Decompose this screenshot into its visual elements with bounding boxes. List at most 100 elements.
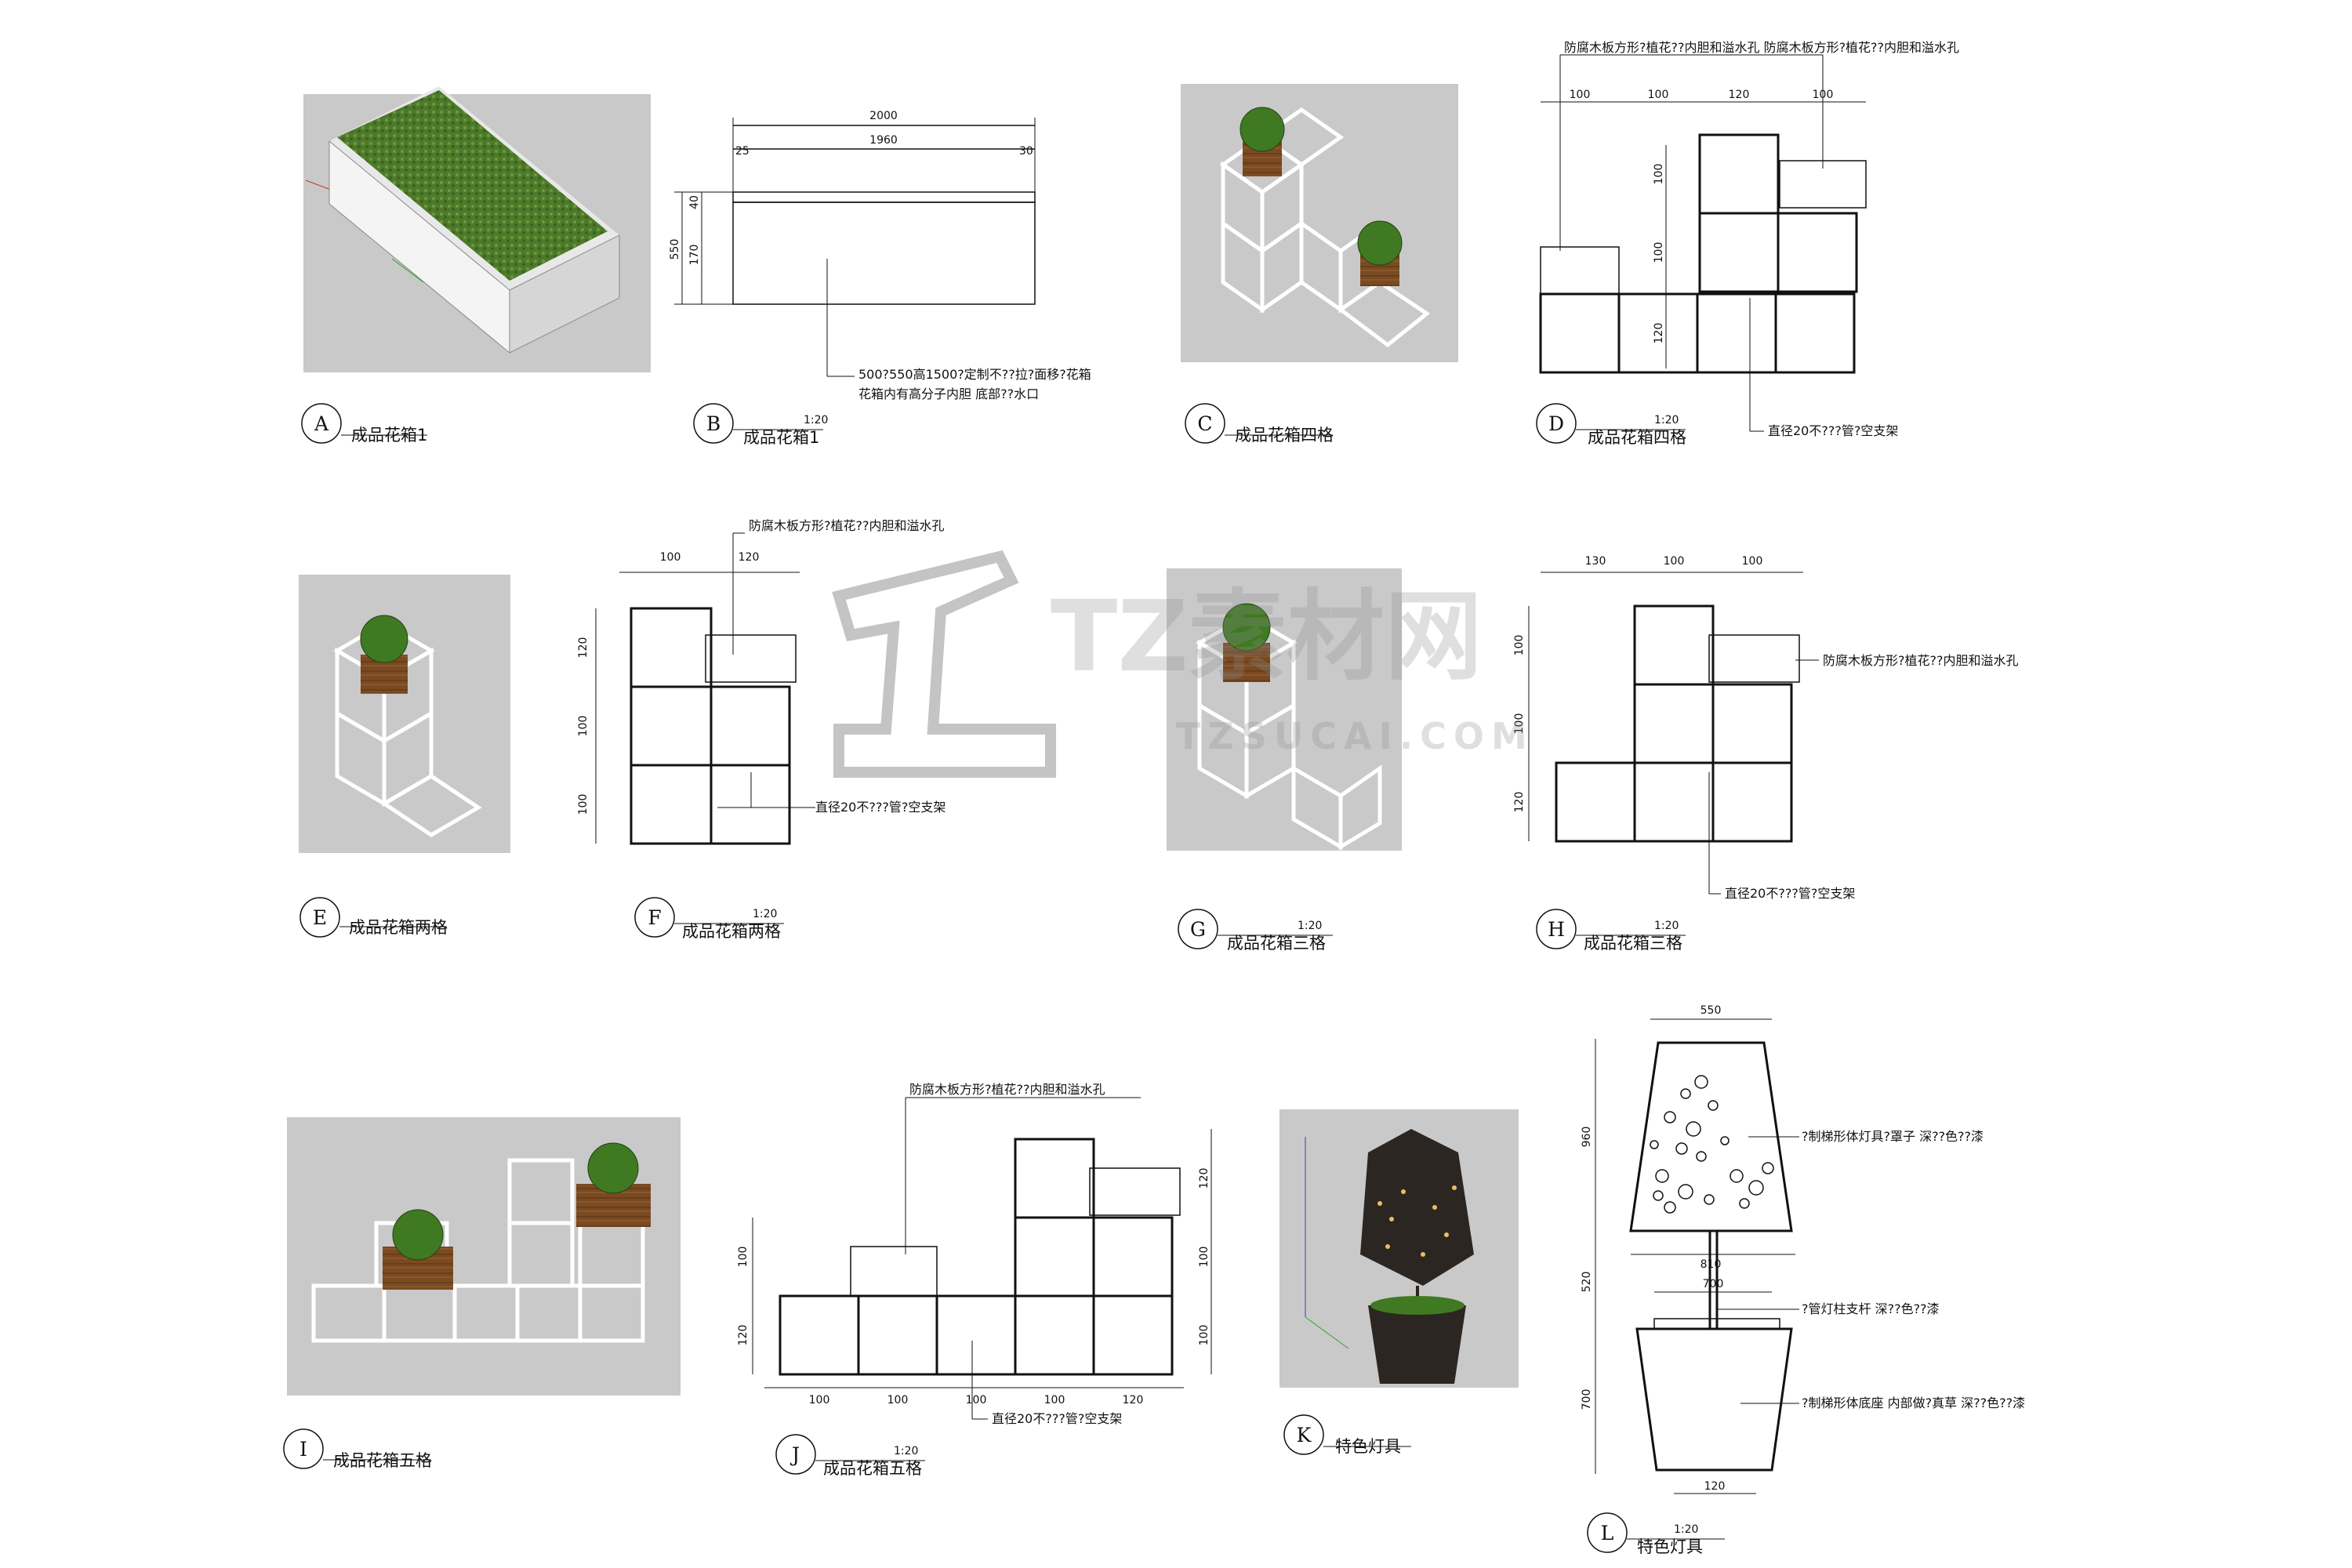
panel-f-letter: F [648, 906, 661, 929]
panel-e-caption: E 成品花箱两格 [299, 897, 448, 938]
shrub [392, 1209, 444, 1261]
panel-b-dim-right: 30 [1019, 145, 1033, 158]
panel-j-vdim-r1: 120 [1198, 1168, 1210, 1189]
panel-i-render [287, 1117, 681, 1396]
panel-j-letter: J [789, 1443, 800, 1466]
panel-e-letter: E [313, 906, 327, 929]
panel-j-drawing [779, 1138, 1181, 1376]
panel-c-render [1181, 84, 1458, 362]
panel-j-vdim-r2: 100 [1198, 1247, 1210, 1268]
panel-l-title: 特色灯具 [1637, 1537, 1703, 1556]
panel-h-note-pipe: 直径20不???管?空支架 [1725, 886, 1855, 901]
panel-d-caption: D 1:20 成品花箱四格 [1536, 403, 1686, 447]
panel-a-caption: A 成品花箱1 [301, 403, 427, 445]
shrub [587, 1142, 639, 1194]
shrub [1222, 603, 1271, 652]
lamp-base [1368, 1305, 1466, 1384]
panel-f-drawing [630, 607, 797, 845]
panel-b-scale: 1:20 [804, 414, 828, 426]
panel-g-caption: G 1:20 成品花箱三格 [1178, 909, 1333, 953]
watermark-url: TZSUCAI.COM [1176, 715, 1534, 757]
panel-k-letter: K [1297, 1424, 1312, 1446]
watermark: TZ素材网 TZSUCAI.COM [832, 550, 1534, 778]
panel-l-note-base: ?制梯形体底座 内部做?真草 深??色??漆 [1802, 1396, 2025, 1410]
panel-j-note-pipe: 直径20不???管?空支架 [992, 1411, 1122, 1426]
panel-j-annot [752, 1097, 1212, 1420]
panel-d-dim-3: 120 [1729, 89, 1750, 101]
panel-j-scale: 1:20 [894, 1445, 918, 1457]
panel-h-caption: H 1:20 成品花箱三格 [1536, 909, 1686, 953]
panel-h-annot [1528, 572, 1819, 895]
panel-d-drawing [1539, 133, 1867, 374]
panel-j-caption: J 1:20 成品花箱五格 [775, 1434, 925, 1478]
watermark-brand: TZ素材网 [1051, 580, 1483, 694]
panel-j-dim-1: 100 [809, 1394, 830, 1406]
panel-d-vdim-1: 100 [1653, 164, 1665, 185]
panel-b-dim-inner: 1960 [869, 134, 898, 147]
panel-f-note-top: 防腐木板方形?植花??内胆和溢水孔 [749, 518, 944, 533]
panel-k-title: 特色灯具 [1335, 1437, 1401, 1456]
panel-c-caption: C 成品花箱四格 [1185, 403, 1334, 445]
panel-d-title: 成品花箱四格 [1588, 428, 1686, 447]
panel-l-caption: L 1:20 特色灯具 [1587, 1512, 1725, 1556]
panel-h-letter: H [1548, 918, 1565, 941]
panel-b-dim-htop: 40 [688, 195, 701, 209]
lamp-shade [1360, 1129, 1474, 1286]
panel-b-title: 成品花箱1 [743, 428, 819, 447]
panel-d-note-pipe: 直径20不???管?空支架 [1768, 423, 1898, 438]
panel-b-letter: B [706, 412, 720, 435]
panel-f-vdim-3: 100 [577, 794, 590, 815]
panel-h-dim-3: 100 [1742, 555, 1763, 568]
panel-a-title: 成品花箱1 [351, 426, 427, 445]
panel-b-dim-hmid: 170 [688, 245, 701, 266]
panel-l-dim-hshade: 960 [1581, 1127, 1593, 1148]
panel-h-scale: 1:20 [1654, 920, 1679, 932]
lamp-base-outline [1635, 1327, 1793, 1472]
panel-h-title: 成品花箱三格 [1584, 934, 1682, 953]
panel-d-dim-1: 100 [1570, 89, 1591, 101]
panel-d-scale: 1:20 [1654, 414, 1679, 426]
panel-b-dim-height: 550 [669, 239, 681, 260]
panel-d-note-top: 防腐木板方形?植花??内胆和溢水孔 防腐木板方形?植花??内胆和溢水孔 [1564, 40, 1959, 55]
panel-l-drawing [1629, 1041, 1793, 1472]
panel-l-letter: L [1601, 1522, 1614, 1544]
panel-d-annot [1541, 54, 1866, 432]
panel-k-caption: K 特色灯具 [1283, 1414, 1411, 1456]
panel-h-vdim-1: 100 [1513, 635, 1526, 656]
panel-e-render [299, 575, 510, 853]
panel-l-annot [1595, 1018, 1799, 1494]
panel-l-holes [1650, 1075, 1774, 1214]
panel-l-dim-pole: 700 [1703, 1278, 1724, 1290]
panel-l-note-shade: ?制梯形体灯具?罩子 深??色??漆 [1802, 1129, 1984, 1144]
panel-l-note-pole: ?管灯柱支杆 深??色??漆 [1802, 1301, 1940, 1316]
panel-f-dim-1: 100 [660, 551, 681, 564]
panel-b-note1: 500?550高1500?定制不??拉?面移?花箱 [858, 367, 1091, 382]
panel-g-letter: G [1190, 918, 1206, 941]
panel-h-drawing [1555, 604, 1800, 843]
panel-f-caption: F 1:20 成品花箱两格 [634, 897, 784, 941]
panel-e-title: 成品花箱两格 [349, 918, 448, 937]
shrub [1357, 220, 1403, 266]
panel-i-caption: I 成品花箱五格 [283, 1428, 432, 1470]
panel-j-dim-2: 100 [887, 1394, 909, 1406]
panel-j-title: 成品花箱五格 [823, 1459, 922, 1478]
shrub [360, 615, 408, 663]
panel-g-render [1167, 568, 1402, 851]
watermark-logo-icon [832, 550, 1056, 778]
panel-l-dim-hpole: 520 [1581, 1272, 1593, 1293]
panel-j-vdim-l1: 100 [737, 1247, 750, 1268]
panel-i-title: 成品花箱五格 [333, 1451, 432, 1470]
panel-f-title: 成品花箱两格 [682, 922, 781, 941]
panel-l-dim-hbase: 700 [1581, 1389, 1593, 1410]
panel-d-vdim-2: 100 [1653, 242, 1665, 263]
panel-h-vdim-2: 100 [1513, 713, 1526, 735]
panel-b-note2: 花箱内有高分子内胆 底部??水口 [858, 387, 1039, 401]
panel-b-drawing [674, 118, 1036, 377]
panel-f-scale: 1:20 [753, 908, 777, 920]
lamp-shade-outline [1629, 1041, 1793, 1232]
panel-l-dim-bottom: 120 [1704, 1480, 1726, 1493]
panel-j-dim-4: 100 [1044, 1394, 1065, 1406]
shrub [1240, 107, 1285, 152]
panel-h-vdim-3: 120 [1513, 792, 1526, 813]
